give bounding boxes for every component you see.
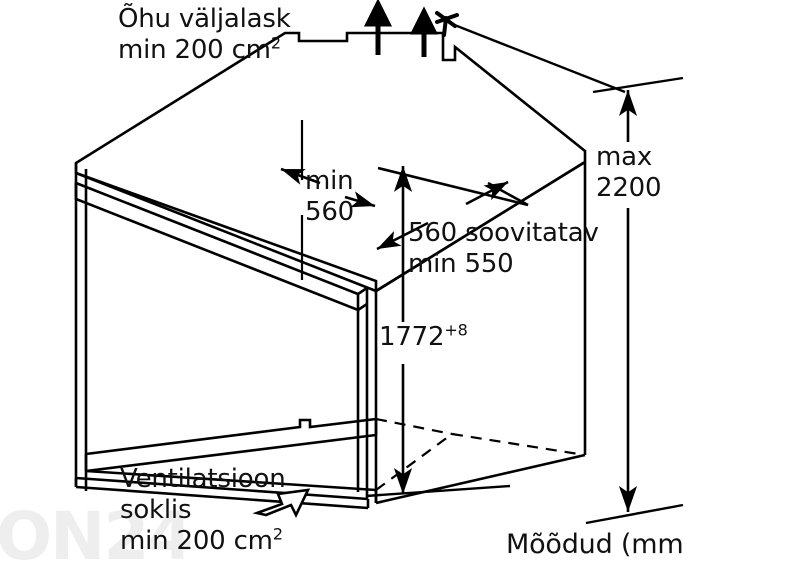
airflow-leader-line — [451, 22, 626, 94]
label-depth: 560 soovitatav min 550 — [408, 218, 599, 279]
airflow-cross-icon — [435, 11, 459, 37]
label-min-width: min 560 — [305, 166, 355, 227]
dimension-min-width — [280, 120, 376, 280]
max-ext-line-bottom — [585, 503, 684, 525]
label-air-outlet-superscript: 2 — [270, 33, 281, 53]
label-height-value: 1772 — [379, 322, 445, 352]
base-inner-front — [85, 433, 377, 473]
label-air-outlet-text: Õhu väljalask min 200 cm — [118, 4, 291, 65]
top-panel-right-edge — [375, 160, 586, 293]
min-width-arrow-right — [344, 191, 376, 208]
label-ventilation-superscript: 2 — [272, 524, 283, 544]
cabinet-top-panel — [74, 31, 587, 294]
hidden-base-diagonal — [375, 417, 453, 436]
depth-ext-line-upper — [487, 181, 529, 207]
plinth-inlet-arrow — [252, 488, 311, 518]
max-ext-line-top — [592, 76, 684, 94]
hollow-arrow-icon — [252, 488, 311, 518]
top-panel-front-edge — [75, 171, 377, 293]
depth-arrow-upper-right — [465, 180, 509, 206]
hidden-lines — [375, 417, 586, 491]
dimension-max-height — [585, 76, 684, 525]
hidden-base-front — [375, 433, 453, 491]
label-ventilation: Ventilatsioon soklis min 200 cm2 — [120, 464, 286, 557]
arrow-up-icon-1 — [363, 0, 393, 55]
watermark-on24: ON24 — [0, 498, 193, 566]
arrow-up-icon-2 — [409, 6, 439, 57]
hidden-base-right — [451, 432, 586, 457]
upper-rail-right-bottom — [357, 302, 368, 312]
airflow-arrows-top — [363, 0, 626, 94]
cabinet-right-bottom-edge — [375, 453, 586, 505]
min-width-arrow-left — [280, 167, 321, 185]
depth-ref-line — [377, 166, 529, 207]
height-ext-line-bottom — [365, 484, 511, 498]
label-ventilation-text: Ventilatsioon soklis min 200 cm — [120, 464, 286, 556]
label-air-outlet: Õhu väljalask min 200 cm2 — [118, 4, 291, 66]
label-height-tolerance: +8 — [444, 320, 468, 340]
label-dimensions-note: Mõõdud (mm — [506, 529, 684, 560]
upper-rail-right-top — [357, 286, 368, 296]
dimension-niche-height — [365, 166, 511, 498]
plinth-top-edge — [75, 476, 369, 501]
base-front-edge-upper — [85, 469, 377, 492]
base-back-edge — [85, 417, 377, 456]
label-max-height: max 2200 — [596, 142, 662, 203]
plinth-bottom-edge — [75, 485, 369, 510]
cabinet-body — [74, 31, 587, 510]
label-niche-height: 1772+8 — [379, 322, 468, 353]
